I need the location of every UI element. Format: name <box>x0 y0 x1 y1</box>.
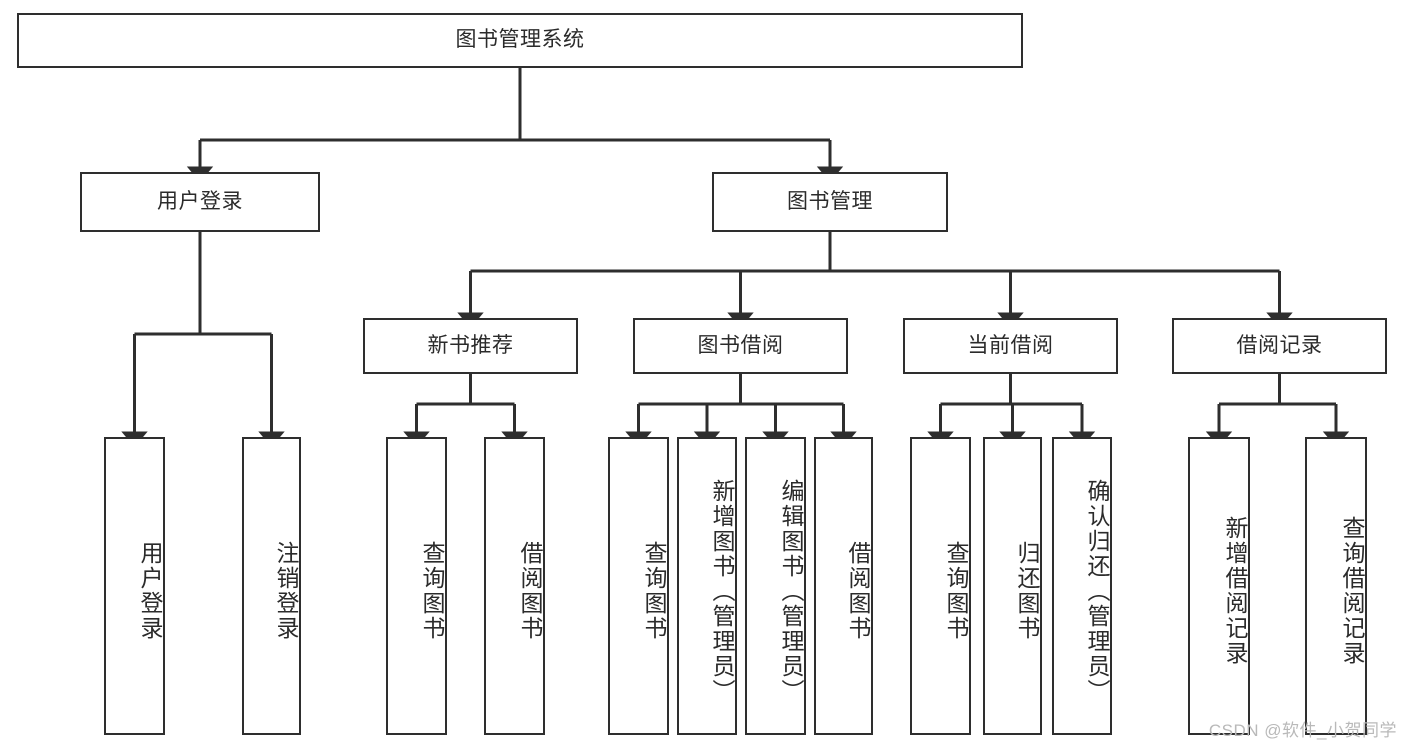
node-leaf-borrow-book-2-label: 借阅图书 <box>845 541 871 641</box>
node-leaf-return-book[interactable]: 归还图书 <box>983 437 1042 735</box>
node-leaf-borrow-book-1[interactable]: 借阅图书 <box>484 437 545 735</box>
node-new-book-recommend[interactable]: 新书推荐 <box>363 318 578 374</box>
node-new-book-recommend-label: 新书推荐 <box>427 333 514 357</box>
node-book-borrow-label: 图书借阅 <box>697 333 784 357</box>
node-root-label: 图书管理系统 <box>455 28 585 52</box>
node-leaf-add-book[interactable]: 新增图书（管理员） <box>677 437 737 735</box>
node-borrow-record[interactable]: 借阅记录 <box>1172 318 1387 374</box>
node-current-borrow-label: 当前借阅 <box>967 333 1054 357</box>
node-leaf-logout[interactable]: 注销登录 <box>242 437 301 735</box>
node-leaf-edit-book[interactable]: 编辑图书（管理员） <box>745 437 806 735</box>
node-leaf-add-record-label: 新增借阅记录 <box>1222 516 1248 666</box>
node-user-login[interactable]: 用户登录 <box>80 172 320 232</box>
node-current-borrow[interactable]: 当前借阅 <box>903 318 1118 374</box>
node-leaf-borrow-book-1-label: 借阅图书 <box>517 541 543 641</box>
node-leaf-user-login[interactable]: 用户登录 <box>104 437 165 735</box>
node-leaf-query-book-2-label: 查询图书 <box>641 541 667 641</box>
node-leaf-borrow-book-2[interactable]: 借阅图书 <box>814 437 873 735</box>
node-leaf-query-book-2[interactable]: 查询图书 <box>608 437 669 735</box>
node-borrow-record-label: 借阅记录 <box>1236 333 1323 357</box>
node-leaf-confirm-return-label: 确认归还（管理员） <box>1084 478 1110 704</box>
node-leaf-query-record[interactable]: 查询借阅记录 <box>1305 437 1367 735</box>
node-book-manage-label: 图书管理 <box>787 189 873 213</box>
node-root[interactable]: 图书管理系统 <box>17 13 1023 68</box>
node-book-borrow[interactable]: 图书借阅 <box>633 318 848 374</box>
node-leaf-query-record-label: 查询借阅记录 <box>1339 516 1365 666</box>
node-book-manage[interactable]: 图书管理 <box>712 172 948 232</box>
node-leaf-query-book-3[interactable]: 查询图书 <box>910 437 971 735</box>
node-leaf-user-login-label: 用户登录 <box>137 541 163 641</box>
node-leaf-add-record[interactable]: 新增借阅记录 <box>1188 437 1250 735</box>
node-leaf-return-book-label: 归还图书 <box>1014 541 1040 641</box>
node-leaf-logout-label: 注销登录 <box>273 541 299 641</box>
node-leaf-edit-book-label: 编辑图书（管理员） <box>778 478 804 704</box>
node-leaf-add-book-label: 新增图书（管理员） <box>709 478 735 704</box>
node-leaf-confirm-return[interactable]: 确认归还（管理员） <box>1052 437 1112 735</box>
csdn-watermark: CSDN @软件_小贺同学 <box>1208 721 1397 740</box>
node-leaf-query-book-1-label: 查询图书 <box>419 541 445 641</box>
node-leaf-query-book-1[interactable]: 查询图书 <box>386 437 447 735</box>
node-user-login-label: 用户登录 <box>157 189 243 213</box>
node-leaf-query-book-3-label: 查询图书 <box>943 541 969 641</box>
